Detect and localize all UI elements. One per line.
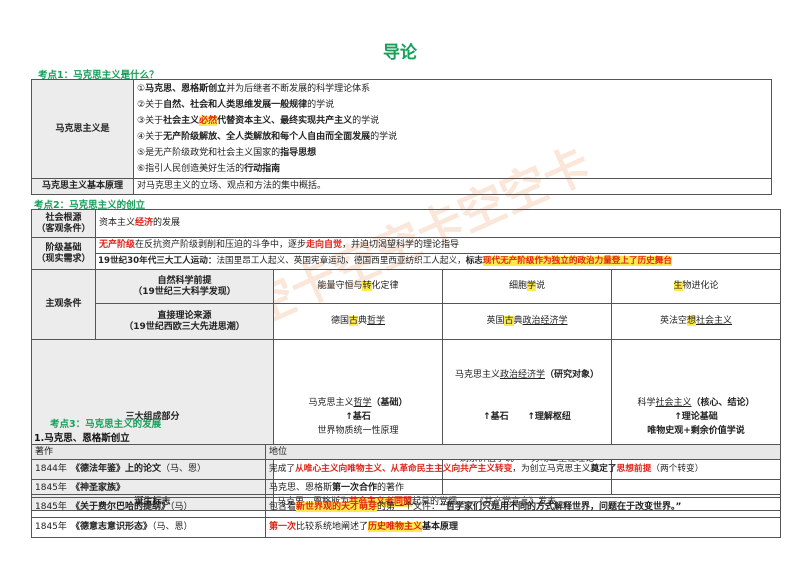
table-row: 1845年《德意志意识形态》（马、恩） 第一次比较系统地阐述了历史唯物主义基本原… xyxy=(31,517,781,538)
table-row: 1845年《神圣家族》 马克思、恩格斯第一次合作的著作 xyxy=(31,479,781,498)
discovery-item: 能量守恒与转化定律 xyxy=(273,269,443,304)
definition-item: ②关于自然、社会和人类思维发展一般规律的学说 xyxy=(137,100,335,110)
section-heading-2: 考点2：马克思主义的创立 xyxy=(34,200,146,211)
table-row: 1845年《关于费尔巴哈的提纲》（马） 包含着新世界观的天才萌芽的第一个文件：“… xyxy=(31,497,781,518)
class-basis-row-1: 无产阶级在反抗资产阶级剥削和压迫的斗争中，逐步走向自觉，并迫切渴望科学的理论指导 xyxy=(94,237,782,254)
work-year: 1845年 xyxy=(35,502,67,512)
column-header-status: 地位 xyxy=(265,444,781,460)
work-year: 1845年 xyxy=(35,522,67,532)
column-header-work: 著作 xyxy=(31,444,266,460)
definition-item: ④关于无产阶级解放、全人类解放和每个人自由而全面发展的学说 xyxy=(137,132,398,142)
class-basis-label: 阶级基础（现实需求） xyxy=(31,237,96,270)
definition-list: ①马克思、恩格斯创立并为后继者不断发展的科学理论体系 ②关于自然、社会和人类思维… xyxy=(133,79,772,179)
social-root-value: 资本主义经济的发展 xyxy=(94,209,782,238)
basic-principle-value: 对马克思主义的立场、观点和方法的集中概括。 xyxy=(133,178,772,195)
subsection-heading: 1.马克思、恩格斯创立 xyxy=(34,433,130,444)
definition-item: ③关于社会主义必然代替资本主义、最终实现共产主义的学说 xyxy=(137,116,380,126)
definition-item: ⑤是无产阶级政党和社会主义国家的指导思想 xyxy=(137,148,317,158)
natural-science-label: 自然科学前提（19世纪三大科学发现） xyxy=(95,269,274,304)
theory-source-item: 德国古典哲学 xyxy=(273,303,443,340)
definition-label: 马克思主义是 xyxy=(31,79,134,179)
basic-principle-label: 马克思主义基本原理 xyxy=(31,178,134,195)
table-row: 1844年《德法年鉴》上的论文（马、恩） 完成了从唯心主义向唯物主义、从革命民主… xyxy=(31,459,781,480)
section-heading-3: 考点3：马克思主义的发展 xyxy=(50,419,162,430)
subjective-label: 主观条件 xyxy=(31,269,96,340)
definition-item: ①马克思、恩格斯创立并为后继者不断发展的科学理论体系 xyxy=(137,84,371,94)
discovery-item: 生物进化论 xyxy=(610,269,782,304)
theory-source-label: 直接理论来源（19世纪西欧三大先进思潮） xyxy=(95,303,274,340)
marxism-definition-table: 马克思主义是 ①马克思、恩格斯创立并为后继者不断发展的科学理论体系 ②关于自然、… xyxy=(31,79,772,195)
discovery-item: 细胞学说 xyxy=(442,269,612,304)
theory-source-item: 英法空想社会主义 xyxy=(610,303,782,340)
page-title: 导论 xyxy=(383,43,417,63)
class-basis-row-2: 19世纪30年代三大工人运动：法国里昂工人起义、英国宪章运动、德国西里西亚纺织工… xyxy=(94,253,782,270)
social-root-label: 社会根源（客观条件） xyxy=(31,209,96,238)
definition-item: ⑥指引人民创造美好生活的行动指南 xyxy=(137,164,281,174)
work-year: 1844年 xyxy=(35,464,67,474)
work-year: 1845年 xyxy=(35,483,67,493)
section-heading-1: 考点1：马克思主义是什么？ xyxy=(38,70,159,81)
works-table: 著作 地位 1844年《德法年鉴》上的论文（马、恩） 完成了从唯心主义向唯物主义… xyxy=(31,444,781,538)
theory-source-item: 英国古典政治经济学 xyxy=(442,303,612,340)
